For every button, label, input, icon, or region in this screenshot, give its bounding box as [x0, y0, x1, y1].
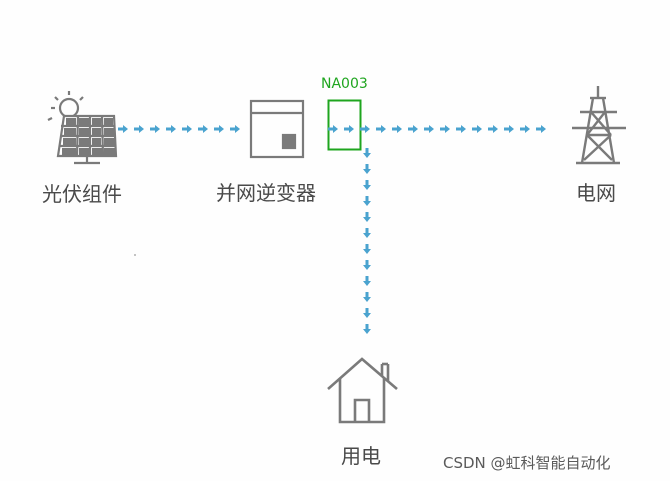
transmission-tower-icon	[572, 86, 626, 165]
flow-arrowhead	[363, 281, 371, 286]
label-home-consumption: 用电	[341, 444, 381, 468]
flow-arrowhead	[445, 125, 450, 133]
flow-arrowhead	[363, 297, 371, 302]
flow-arrowhead	[365, 125, 370, 133]
meter-box-icon	[327, 99, 362, 151]
house-icon	[327, 357, 398, 424]
flow-arrows-pv-to-inverter	[118, 125, 240, 133]
label-grid-inverter: 并网逆变器	[216, 181, 316, 205]
flow-arrowhead	[363, 185, 371, 190]
flow-arrowhead	[381, 125, 386, 133]
flow-arrowhead	[363, 201, 371, 206]
flow-arrowhead	[333, 125, 338, 133]
flow-arrows-meter-to-home	[363, 148, 371, 334]
flow-arrowhead	[363, 313, 371, 318]
flow-arrowhead	[171, 125, 176, 133]
flow-arrowhead	[363, 169, 371, 174]
flow-arrowhead	[203, 125, 208, 133]
flow-arrowhead	[493, 125, 498, 133]
inverter-icon	[249, 99, 305, 159]
solar-panel-cells	[62, 118, 115, 155]
flow-arrows-inverter-to-grid	[328, 125, 546, 133]
flow-arrowhead	[363, 153, 371, 158]
watermark: CSDN @虹科智能自动化	[443, 454, 611, 472]
stray-dot	[134, 254, 136, 256]
flow-arrowhead	[219, 125, 224, 133]
flow-arrowhead	[397, 125, 402, 133]
label-power-grid: 电网	[576, 181, 616, 205]
label-meter: NA003	[321, 76, 368, 92]
flow-arrowhead	[413, 125, 418, 133]
flow-arrowhead	[541, 125, 546, 133]
flow-arrowhead	[429, 125, 434, 133]
flow-arrowhead	[349, 125, 354, 133]
flow-arrowhead	[139, 125, 144, 133]
label-pv-modules: 光伏组件	[42, 182, 122, 206]
flow-arrowhead	[525, 125, 530, 133]
solar-panel-icon	[47, 91, 118, 165]
flow-arrowhead	[509, 125, 514, 133]
flow-arrowhead	[363, 265, 371, 270]
flow-arrowhead	[123, 125, 128, 133]
flow-arrowhead	[363, 329, 371, 334]
flow-arrowhead	[461, 125, 466, 133]
flow-arrowhead	[363, 233, 371, 238]
flow-arrowhead	[155, 125, 160, 133]
flow-arrowhead	[187, 125, 192, 133]
flow-arrowhead	[235, 125, 240, 133]
flow-arrowhead	[363, 249, 371, 254]
flow-arrowhead	[477, 125, 482, 133]
flow-arrowhead	[363, 217, 371, 222]
